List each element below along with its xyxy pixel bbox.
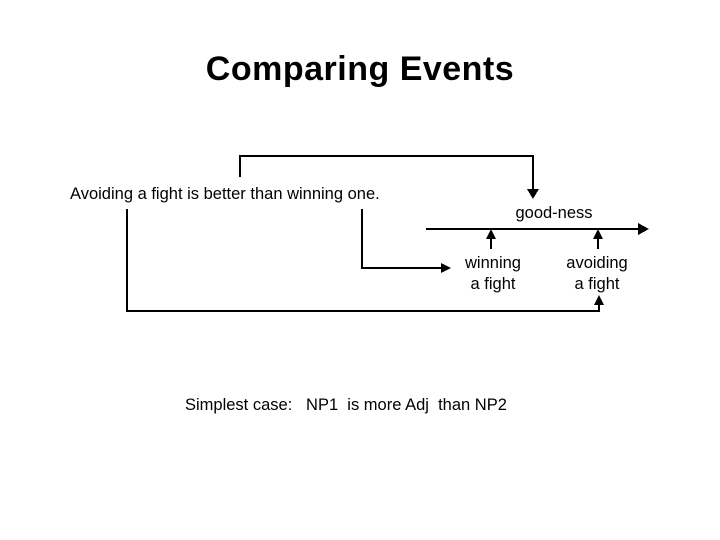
bracket-better-to-goodness [239, 155, 534, 190]
connector-avoiding [126, 209, 600, 312]
scale-point-winning: winning a fight [441, 253, 545, 295]
right-arrowhead-scale [638, 223, 649, 235]
scale-point-avoiding: avoiding a fight [545, 253, 649, 295]
up-arrowhead-avoiding-label [594, 295, 604, 305]
scale-label-goodness: good-ness [515, 204, 593, 222]
scale-point-avoiding-line1: avoiding [566, 254, 628, 272]
slide-title: Comparing Events [205, 50, 515, 88]
scale-point-winning-line1: winning [465, 254, 521, 272]
up-arrowhead-avoiding [593, 229, 603, 239]
caption-simplest-case: Simplest case: NP1 is more Adj than NP2 [185, 396, 507, 414]
down-arrowhead-goodness [527, 189, 539, 199]
up-arrowhead-winning [486, 229, 496, 239]
right-arrowhead-winning-label [441, 263, 451, 273]
scale-point-winning-line2: a fight [470, 275, 516, 293]
example-sentence: Avoiding a fight is better than winning … [70, 185, 380, 203]
connector-winning-one [361, 209, 441, 269]
scale-point-avoiding-line2: a fight [574, 275, 620, 293]
